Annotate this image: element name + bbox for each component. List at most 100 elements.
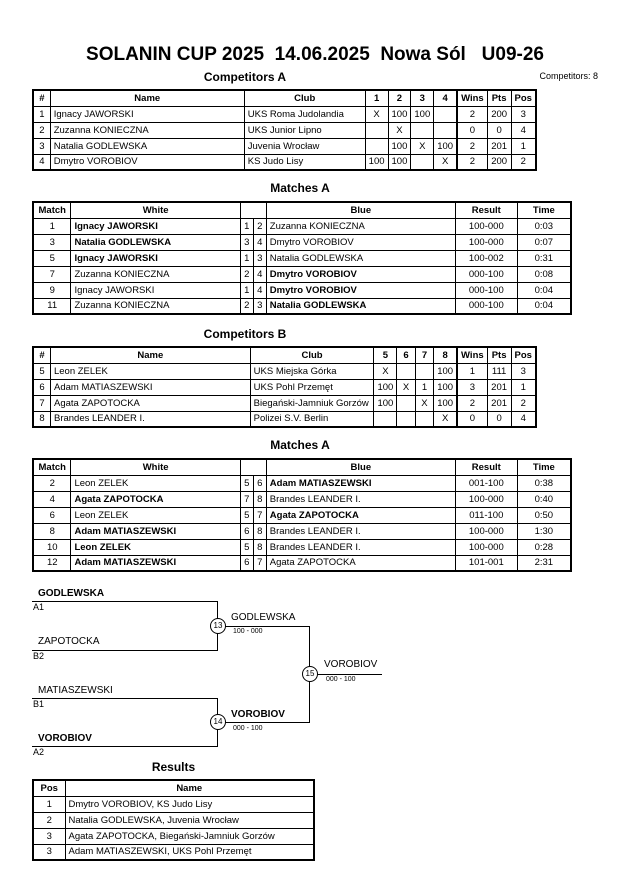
matches-a-result-cell: 100-000 xyxy=(454,233,518,251)
matches-b-time-cell: 0:38 xyxy=(516,474,572,492)
bracket-semi2-score: 000 - 100 xyxy=(233,725,263,732)
results-cell: 3 xyxy=(32,827,66,845)
matches-a-white-cell: Ignacy JAWORSKI xyxy=(70,249,241,267)
competitors-a-cell: 4 xyxy=(510,121,537,139)
competitors-a-cell: KS Judo Lisy xyxy=(243,153,366,171)
competitors-a-header-cell: 3 xyxy=(410,89,435,107)
competitors-a-cell: 100 xyxy=(387,137,412,155)
page-title: SOLANIN CUP 2025 14.06.2025 Nowa Sól U09… xyxy=(86,44,544,65)
matches-b-w-cell: 6 xyxy=(239,554,254,572)
matches-a-w-cell: 2 xyxy=(239,297,254,315)
competitors-b-cell xyxy=(396,394,416,412)
competitors-b-cell: 0 xyxy=(456,410,488,428)
matches-b-time-cell: 2:31 xyxy=(516,554,572,572)
matches-b-result-cell: 100-000 xyxy=(454,538,518,556)
competitors-a-header-cell: # xyxy=(32,89,51,107)
matches-b-b-cell: 8 xyxy=(252,522,267,540)
matches-a-blue-cell: Dmytro VOROBIOV xyxy=(265,265,456,283)
matches-b-white-cell: Leon ZELEK xyxy=(70,474,241,492)
matches-b-white-cell: Leon ZELEK xyxy=(70,506,241,524)
matches-b-result-cell: 001-100 xyxy=(454,474,518,492)
competitors-a-cell: Natalia GODLEWSKA xyxy=(49,137,245,155)
matches-a-time-cell: 0:03 xyxy=(516,217,572,235)
matches-b-blue-cell: Agata ZAPOTOCKA xyxy=(265,554,456,572)
bracket-semi2-bottom-name: VOROBIOV xyxy=(38,733,92,744)
matches-b-b-cell: 8 xyxy=(252,538,267,556)
matches-a-header-cell: Result xyxy=(454,201,518,219)
matches-b-b-cell: 7 xyxy=(252,554,267,572)
competitors-b-header-cell: Pos xyxy=(510,346,537,364)
competitors-a-cell: X xyxy=(387,121,412,139)
matches-b-w-cell: 5 xyxy=(239,474,254,492)
matches-a-blue-cell: Natalia GODLEWSKA xyxy=(265,249,456,267)
bracket-final-match-number: 15 xyxy=(302,666,318,682)
competitors-b-cell: X xyxy=(414,394,435,412)
matches-a-white-cell: Natalia GODLEWSKA xyxy=(70,233,241,251)
competitors-a-header-cell: Wins xyxy=(456,89,488,107)
competitors-b-cell: Brandes LEANDER I. xyxy=(49,410,251,428)
competitors-b-cell: 201 xyxy=(486,394,512,412)
results-cell: 3 xyxy=(32,843,66,861)
matches-a-title: Matches A xyxy=(270,181,330,195)
matches-a-match-cell: 7 xyxy=(32,265,72,283)
matches-a-blue-cell: Zuzanna KONIECZNA xyxy=(265,217,456,235)
matches-a-b-cell: 3 xyxy=(252,297,267,315)
competitors-a-cell xyxy=(364,137,389,155)
matches-a-w-cell: 2 xyxy=(239,265,254,283)
results-header-cell: Pos xyxy=(32,779,66,797)
matches-a-match-cell: 1 xyxy=(32,217,72,235)
competitors-a-cell: 0 xyxy=(456,121,488,139)
matches-a-blue-cell: Dmytro VOROBIOV xyxy=(265,233,456,251)
competitors-b-cell: 100 xyxy=(373,394,398,412)
bracket-semi1-bottom-seed: B2 xyxy=(33,651,45,661)
competitors-a-cell: 100 xyxy=(387,105,412,123)
competitors-a-cell: 2 xyxy=(32,121,51,139)
bracket-semi1-top-name: GODLEWSKA xyxy=(38,588,105,599)
bracket-final-score: 000 - 100 xyxy=(326,676,356,683)
competitors-a-header-cell: 1 xyxy=(364,89,389,107)
competitors-a-header-cell: 2 xyxy=(387,89,412,107)
competitors-a-cell: UKS Junior Lipno xyxy=(243,121,366,139)
matches-b-white-cell: Adam MATIASZEWSKI xyxy=(70,554,241,572)
competitors-b-header-cell: 8 xyxy=(433,346,458,364)
competitors-a-cell: 3 xyxy=(32,137,51,155)
matches-a-header-cell xyxy=(239,201,267,219)
competitors-b-cell xyxy=(373,410,398,428)
matches-b-time-cell: 0:28 xyxy=(516,538,572,556)
results-title: Results xyxy=(151,760,196,774)
competitors-b-cell xyxy=(414,410,435,428)
competitors-count: Competitors: 8 xyxy=(539,71,598,81)
matches-b-blue-cell: Brandes LEANDER I. xyxy=(265,490,456,508)
bracket-semi1-bottom-name: ZAPOTOCKA xyxy=(38,636,100,647)
competitors-b-cell xyxy=(396,362,416,380)
competitors-b-header-cell: 6 xyxy=(396,346,416,364)
competitors-a-cell: UKS Roma Judolandia xyxy=(243,105,366,123)
competitors-b-cell: 100 xyxy=(433,378,458,396)
bracket-semi1-winner: GODLEWSKA xyxy=(231,612,296,623)
matches-b-result-cell: 100-000 xyxy=(454,490,518,508)
competitors-a-title: Competitors A xyxy=(203,70,287,84)
matches-a-result-cell: 100-002 xyxy=(454,249,518,267)
competitors-a-cell: Juvenia Wrocław xyxy=(243,137,366,155)
competitors-a-cell: X xyxy=(410,137,435,155)
results-cell: 2 xyxy=(32,811,66,829)
matches-b-result-cell: 100-000 xyxy=(454,522,518,540)
matches-a-w-cell: 3 xyxy=(239,233,254,251)
competitors-b-cell: 1 xyxy=(414,378,435,396)
bracket-final-winner: VOROBIOV xyxy=(324,659,378,670)
competitors-a-cell: 0 xyxy=(486,121,512,139)
competitors-a-cell: 1 xyxy=(32,105,51,123)
matches-b-header-cell: Time xyxy=(516,458,572,476)
